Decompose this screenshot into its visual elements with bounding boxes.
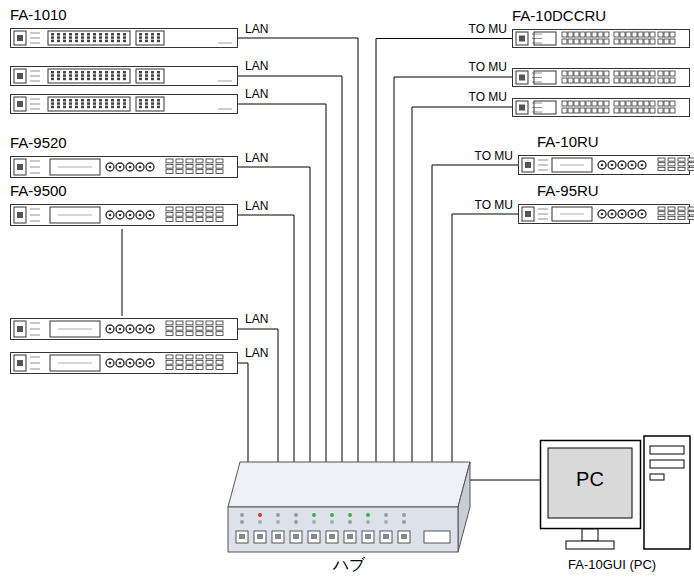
rack-device xyxy=(11,319,238,340)
device-name: FA-10RU xyxy=(537,134,599,151)
lan-cable xyxy=(238,104,326,462)
lan-cable xyxy=(238,76,342,462)
port-label: LAN xyxy=(244,347,269,360)
rack-device xyxy=(513,69,690,87)
rack-device: FA-10DCCRU xyxy=(512,29,690,48)
lan-cable xyxy=(122,229,123,316)
rack-device xyxy=(11,95,238,114)
device-name: FA-95RU xyxy=(537,183,599,200)
rack-device xyxy=(11,353,238,374)
device-outline xyxy=(518,155,690,175)
device-outline xyxy=(518,204,690,224)
lan-cable xyxy=(376,39,512,463)
device-outline xyxy=(10,28,238,48)
rack-device xyxy=(11,67,238,86)
device-name: FA-1010 xyxy=(10,7,67,24)
port-label: LAN xyxy=(244,88,269,101)
lan-cable xyxy=(432,165,518,462)
rack-device: FA-10RU xyxy=(518,155,690,175)
device-outline xyxy=(512,29,690,48)
device-name: ハブ xyxy=(333,556,365,574)
lan-cable xyxy=(238,215,294,462)
lan-cable xyxy=(238,38,358,462)
lan-cable xyxy=(238,363,248,462)
port-label: LAN xyxy=(244,23,269,36)
lan-cable xyxy=(470,480,540,481)
screen-label: PC xyxy=(548,468,632,490)
device-name: FA-9500 xyxy=(10,183,67,200)
lan-cable xyxy=(452,214,518,462)
device-outline xyxy=(10,204,238,226)
rack-device: FA-9500 xyxy=(10,204,238,226)
rack-device xyxy=(513,99,690,117)
port-label: TO MU xyxy=(468,23,508,36)
pc-terminal: PCFA-10GUI (PC) xyxy=(540,440,690,552)
lan-cable xyxy=(394,77,512,462)
port-label: TO MU xyxy=(474,150,514,163)
lan-cable xyxy=(238,167,310,462)
device-outline xyxy=(540,440,690,552)
lan-cable xyxy=(238,329,278,462)
rack-device: FA-1010 xyxy=(10,28,238,48)
rack-device: FA-95RU xyxy=(518,204,690,224)
port-label: TO MU xyxy=(474,199,514,212)
device-outline xyxy=(10,156,238,178)
port-label: LAN xyxy=(244,152,269,165)
port-label: LAN xyxy=(244,60,269,73)
network-hub: ハブ xyxy=(228,462,470,552)
port-label: TO MU xyxy=(468,91,508,104)
port-label: LAN xyxy=(244,313,269,326)
port-label: LAN xyxy=(244,200,269,213)
device-name: FA-9520 xyxy=(10,135,67,152)
device-name: FA-10GUI (PC) xyxy=(568,558,656,572)
device-outline xyxy=(228,462,470,552)
port-label: TO MU xyxy=(468,61,508,74)
rack-device: FA-9520 xyxy=(10,156,238,178)
device-name: FA-10DCCRU xyxy=(512,8,606,25)
